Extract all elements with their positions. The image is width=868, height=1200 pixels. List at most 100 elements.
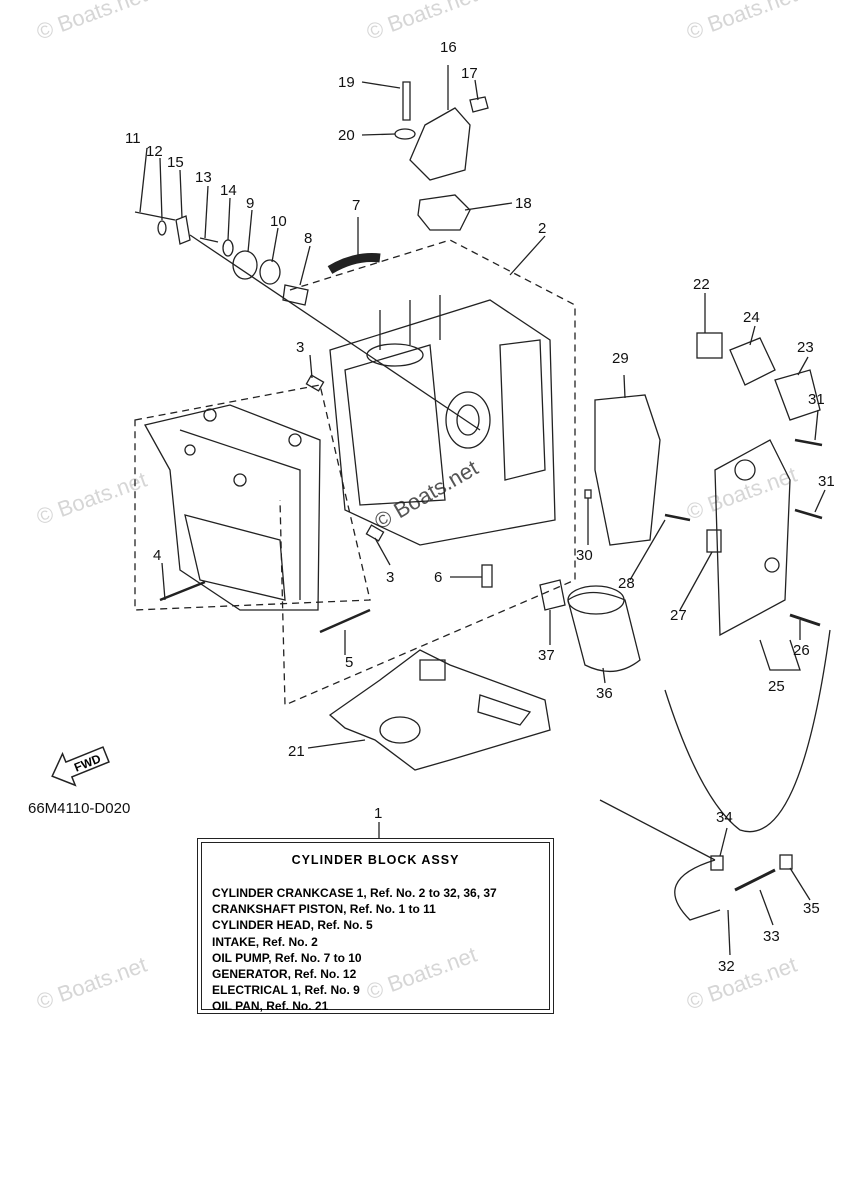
clip-34 <box>710 855 724 871</box>
callout-31: 31 <box>808 391 825 408</box>
callout-26: 26 <box>793 642 810 659</box>
clip-35 <box>779 854 793 870</box>
oring-10 <box>259 259 281 285</box>
callout-25: 25 <box>768 678 785 695</box>
callout-17: 17 <box>461 65 478 82</box>
cover-port <box>764 557 780 573</box>
bolt-boss <box>288 433 302 447</box>
leader-33 <box>759 889 774 926</box>
washer-14 <box>222 239 234 257</box>
leader-12 <box>159 157 163 221</box>
callout-20: 20 <box>338 127 355 144</box>
bolt-11 <box>134 211 176 221</box>
oil-filter-mount <box>445 391 491 449</box>
thermostat-cover <box>409 107 471 181</box>
cylinder-dashed-outline <box>279 239 576 706</box>
callout-3: 3 <box>296 339 304 356</box>
callout-36: 36 <box>596 685 613 702</box>
leader-20 <box>361 133 396 136</box>
bolt-19 <box>402 81 411 121</box>
leader-3b <box>374 537 391 566</box>
crankcase-dashed-outline <box>134 384 371 611</box>
leader-28 <box>629 519 666 581</box>
cover-plate-25 <box>714 439 791 637</box>
callout-32: 32 <box>718 958 735 975</box>
watermark-text: © Boats.net <box>683 462 800 525</box>
callout-1: 1 <box>374 805 382 822</box>
leader-21 <box>307 739 366 749</box>
shaft-axis-line <box>189 234 481 431</box>
bracket-15 <box>175 215 191 245</box>
bolt-boss <box>203 408 217 422</box>
leader-10 <box>271 227 279 263</box>
assy-line: OIL PAN, Ref. No. 21 <box>212 999 329 1014</box>
crankcase-face <box>184 514 286 601</box>
oil-seal-9 <box>232 250 258 280</box>
callout-12: 12 <box>146 143 163 160</box>
leader-29 <box>623 374 626 399</box>
callout-24: 24 <box>743 309 760 326</box>
watermark-text: © Boats.net <box>363 0 480 45</box>
leader-15 <box>179 169 183 219</box>
washer-20 <box>394 128 416 140</box>
gasket-opening <box>477 694 532 726</box>
assy-line: CYLINDER CRANKCASE 1, Ref. No. 2 to 32, … <box>212 886 497 900</box>
bolt-boss <box>233 473 247 487</box>
block-side-flange <box>499 339 546 481</box>
assy-line: CYLINDER HEAD, Ref. No. 5 <box>212 918 373 933</box>
callout-3: 3 <box>386 569 394 586</box>
callout-34: 34 <box>716 809 733 826</box>
watermark-text: © Boats.net <box>370 455 482 534</box>
cylinder-bore <box>366 343 424 367</box>
dowel-3 <box>305 374 325 392</box>
bolt-boss <box>184 444 196 456</box>
cylinder-block-assy-box: CYLINDER BLOCK ASSY CYLINDER CRANKCASE 1… <box>197 838 554 1014</box>
callout-14: 14 <box>220 182 237 199</box>
callout-29: 29 <box>612 350 629 367</box>
dowel-3 <box>365 524 385 542</box>
callout-37: 37 <box>538 647 555 664</box>
screw-13 <box>199 237 219 243</box>
gasket-opening <box>419 659 446 681</box>
assy-line: CRANKSHAFT PISTON, Ref. No. 1 to 11 <box>212 902 436 917</box>
drawing-code: 66M4110-D020 <box>28 800 131 817</box>
leader-3 <box>309 354 313 379</box>
bolt-4 <box>159 580 206 602</box>
fitting-26 <box>789 613 821 627</box>
leader-17 <box>474 79 479 101</box>
crankcase-body <box>144 404 321 611</box>
leader-25 <box>759 639 801 671</box>
callout-8: 8 <box>304 230 312 247</box>
leader-11 <box>139 147 148 213</box>
crankcase-rib <box>179 429 301 600</box>
assy-line: ELECTRICAL 1, Ref. No. 9 <box>212 983 360 998</box>
plug-6 <box>481 564 493 588</box>
callout-28: 28 <box>618 575 635 592</box>
leader-18 <box>464 202 513 211</box>
leader-31 <box>814 409 819 441</box>
leader-27 <box>679 551 713 611</box>
bolt-31 <box>794 438 823 447</box>
callout-31: 31 <box>818 473 835 490</box>
callout-5: 5 <box>345 654 353 671</box>
hose-7 <box>327 253 381 274</box>
callout-13: 13 <box>195 169 212 186</box>
leader-32 <box>727 909 731 956</box>
leader-35 <box>789 867 811 901</box>
cylinder-bore-face <box>344 344 446 506</box>
oil-filter-port <box>456 404 480 436</box>
callout-9: 9 <box>246 195 254 212</box>
watermark-text: © Boats.net <box>33 467 150 530</box>
leader-19 <box>361 81 401 89</box>
bolt-28 <box>664 513 691 522</box>
callout-6: 6 <box>434 569 442 586</box>
gasket-27 <box>706 529 722 553</box>
hose-32-upper <box>599 799 716 861</box>
gasket-opening <box>379 716 421 744</box>
watermark-text: © Boats.net <box>33 952 150 1015</box>
washer-12 <box>157 220 167 236</box>
callout-19: 19 <box>338 74 355 91</box>
callout-33: 33 <box>763 928 780 945</box>
callout-35: 35 <box>803 900 820 917</box>
